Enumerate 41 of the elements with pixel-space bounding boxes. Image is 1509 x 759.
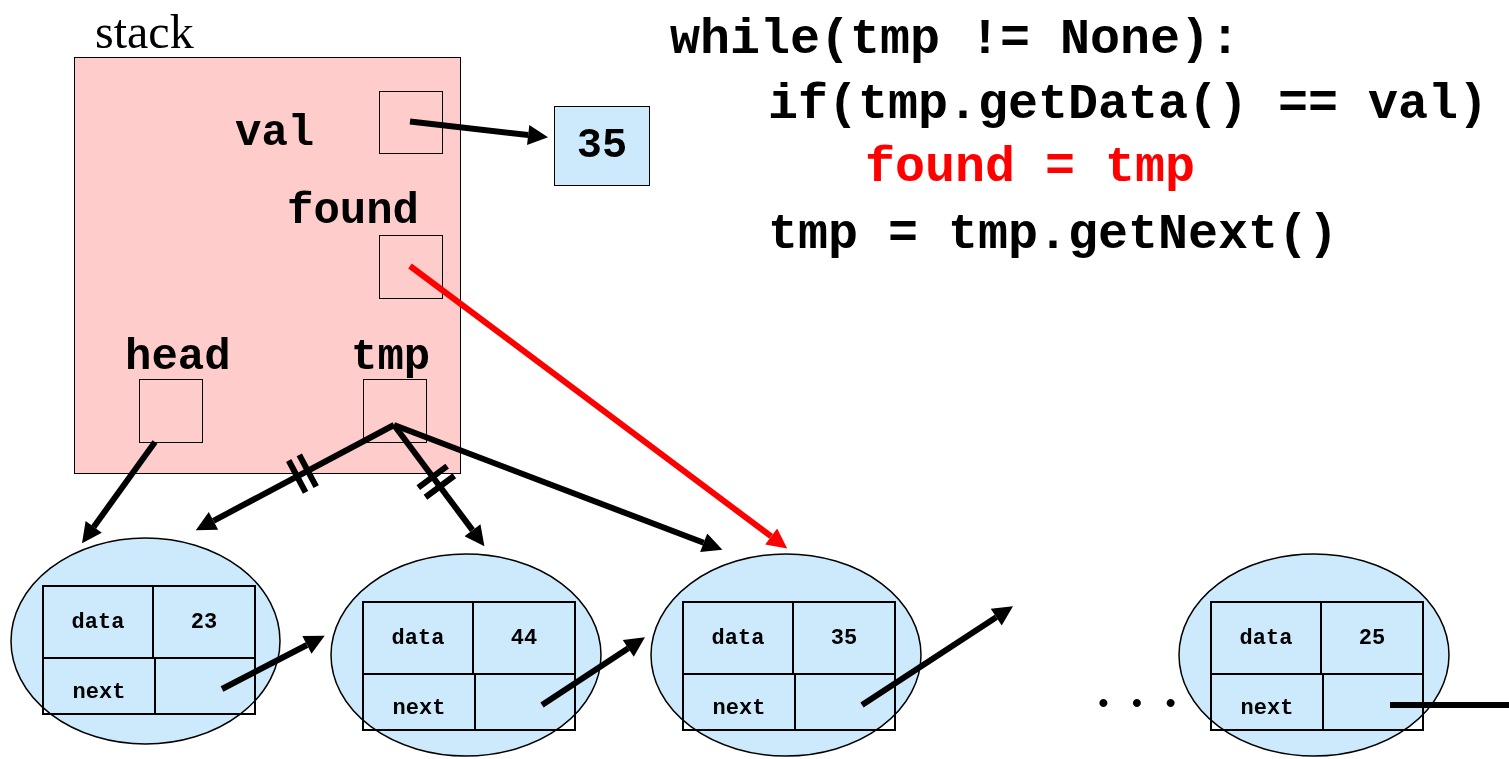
field-label: data (684, 603, 794, 675)
arrow (82, 440, 158, 544)
arrow (408, 263, 788, 549)
code-line: tmp = tmp.getNext() (768, 205, 1339, 265)
pointer-slot (379, 91, 443, 154)
frame-heading: stack (95, 8, 194, 56)
stack-frame (74, 57, 461, 474)
code-line: while(tmp != None): (670, 10, 1241, 70)
ellipsis: • • • (1095, 688, 1179, 722)
list-node (650, 553, 922, 757)
arrow (392, 422, 723, 553)
field-label: next (711, 695, 767, 723)
code-line: found = tmp (865, 138, 1196, 198)
field-value: 35 (794, 603, 894, 675)
field-label: next (1239, 695, 1295, 723)
list-node (1178, 553, 1450, 757)
pointer-slot (139, 379, 203, 443)
variable-label: head (125, 335, 231, 379)
field-label: data (364, 603, 474, 675)
arrow (409, 118, 549, 145)
arrow (860, 606, 1013, 708)
variable-label: tmp (351, 335, 431, 379)
arrow (195, 422, 396, 531)
field-value: 23 (154, 587, 254, 659)
field-label: data (1212, 603, 1322, 675)
field-label: next (71, 679, 127, 707)
pointer-slot (363, 379, 427, 443)
field-label: data (44, 587, 154, 659)
field-value: 44 (474, 603, 574, 675)
variable-label: found (287, 189, 420, 233)
variable-label: val (235, 111, 315, 155)
field-label: next (391, 695, 447, 723)
arrow (540, 637, 645, 708)
arrow (220, 635, 325, 692)
code-line: if(tmp.getData() == val) (768, 75, 1489, 135)
list-node (10, 537, 281, 745)
field-value: 25 (1322, 603, 1422, 675)
list-node (330, 553, 602, 757)
arrow (391, 423, 485, 547)
value-box: 35 (554, 106, 650, 186)
pointer-slot (379, 235, 443, 299)
